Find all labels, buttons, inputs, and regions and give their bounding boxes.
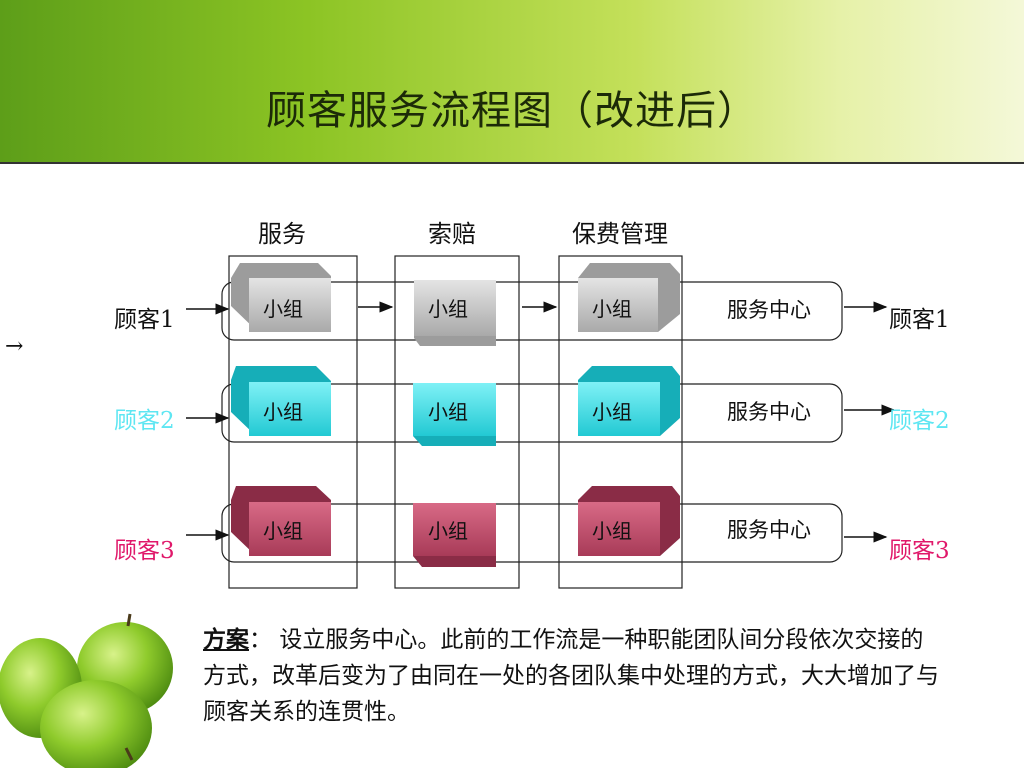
column-header-premium: 保费管理 <box>572 220 668 248</box>
solution-colon: ： <box>249 627 272 653</box>
flow-arrows <box>186 301 896 543</box>
group-box-2-2 <box>413 383 496 436</box>
service-center-label-3: 服务中心 <box>727 518 811 542</box>
group-box-3-1 <box>249 502 331 556</box>
group-box-1-1 <box>249 278 331 332</box>
group-boxes-row-3 <box>231 486 680 567</box>
title-banner <box>0 0 1024 162</box>
group-box-3-2 <box>413 503 496 556</box>
customer-out-1: 顾客1 <box>889 307 950 333</box>
customer-in-1: 顾客1 <box>114 307 175 333</box>
group-label: 小组 <box>263 519 303 543</box>
group-box-3-3 <box>578 502 660 556</box>
group-box-2-3 <box>578 382 660 436</box>
group-label: 小组 <box>592 297 632 321</box>
group-label: 小组 <box>592 400 632 424</box>
group-box-2-1 <box>249 382 331 436</box>
green-apples-decoration <box>0 613 173 768</box>
column-frame-claims <box>394 255 520 589</box>
apple <box>40 680 152 768</box>
slide-title: 顾客服务流程图（改进后） <box>266 88 758 134</box>
banner-divider <box>0 162 1024 164</box>
group-box-1-2 <box>414 280 496 336</box>
customer-out-3: 顾客3 <box>889 538 950 564</box>
group-label: 小组 <box>263 400 303 424</box>
solution-description: 方案： 设立服务中心。此前的工作流是一种职能团队间分段依次交接的方式，改革后变为… <box>203 622 943 730</box>
group-label: 小组 <box>428 297 468 321</box>
column-header-claims: 索赔 <box>428 220 476 248</box>
solution-lead: 方案 <box>203 627 249 653</box>
group-label: 小组 <box>592 519 632 543</box>
column-header-service: 服务 <box>258 220 306 248</box>
group-box-1-3 <box>578 278 658 332</box>
group-label: 小组 <box>428 400 468 424</box>
column-frame-premium <box>558 255 683 589</box>
stray-arrow: → <box>5 334 24 359</box>
apple-stem <box>126 613 132 627</box>
group-boxes-row-2 <box>231 366 680 446</box>
column-frames <box>228 255 683 589</box>
customer-in-2: 顾客2 <box>114 408 175 434</box>
customer-out-2: 顾客2 <box>889 408 950 434</box>
group-boxes-row-1 <box>231 263 680 346</box>
solution-text: 设立服务中心。此前的工作流是一种职能团队间分段依次交接的方式，改革后变为了由同在… <box>203 627 939 725</box>
group-label: 小组 <box>428 519 468 543</box>
customer-in-3: 顾客3 <box>114 538 175 564</box>
service-center-label-2: 服务中心 <box>727 400 811 424</box>
service-center-label-1: 服务中心 <box>727 298 811 322</box>
group-label: 小组 <box>263 297 303 321</box>
apple-stem <box>124 747 134 761</box>
